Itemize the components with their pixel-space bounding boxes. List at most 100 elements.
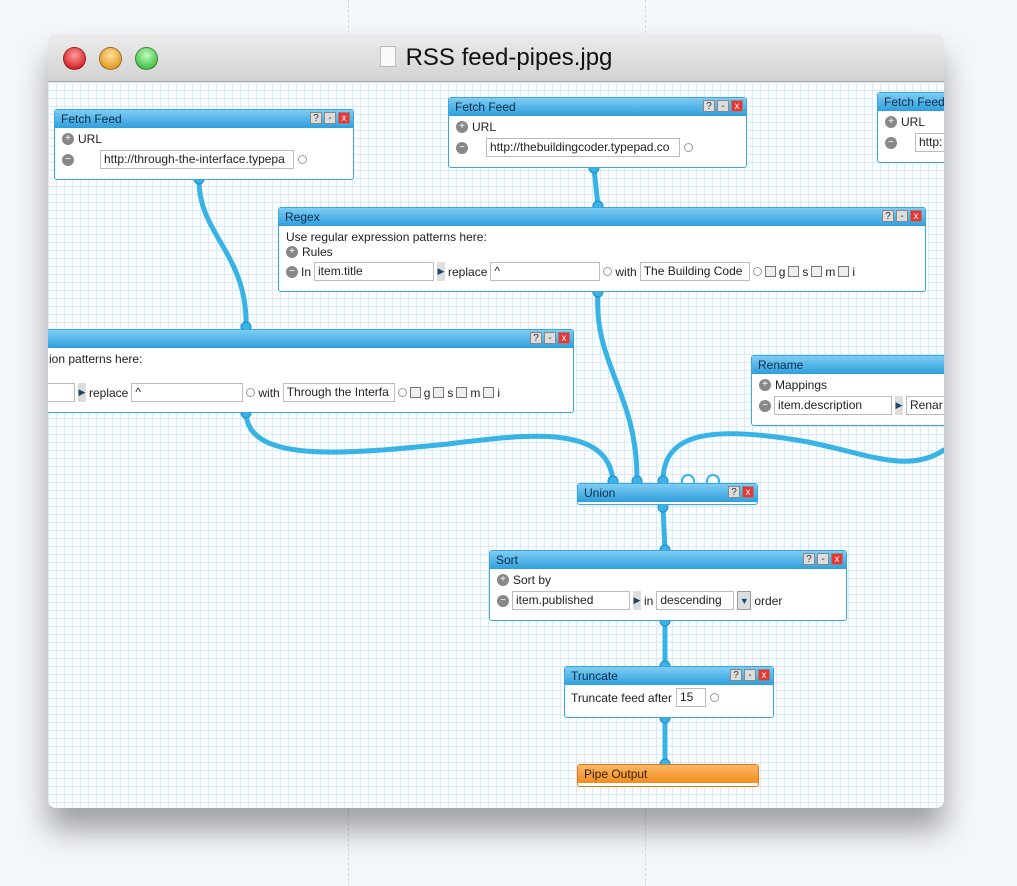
minimize-button[interactable]: - (744, 669, 756, 681)
with-label: with (258, 385, 280, 400)
terminal-icon[interactable] (397, 388, 407, 397)
minimize-button[interactable]: - (324, 112, 336, 124)
help-button[interactable]: ? (728, 486, 740, 498)
field-dropdown-icon[interactable]: ▶ (633, 591, 641, 610)
wire (660, 504, 668, 553)
remove-icon[interactable]: − (759, 399, 771, 412)
close-button[interactable]: x (731, 100, 743, 112)
window-title: RSS feed-pipes.jpg (405, 44, 613, 71)
order-select[interactable]: descending (656, 591, 735, 610)
pattern-input[interactable]: ^ (490, 262, 601, 281)
wire (196, 176, 249, 330)
terminal-icon[interactable] (603, 267, 613, 276)
fetch-feed-module[interactable]: Fetch Feed ?-x +URL −http://through-the-… (54, 109, 354, 180)
flag-label: s (447, 385, 454, 400)
add-icon[interactable]: + (286, 246, 298, 258)
help-button[interactable]: ? (703, 100, 715, 112)
minimize-window-button[interactable] (99, 47, 122, 70)
close-button[interactable]: x (758, 669, 770, 681)
close-window-button[interactable] (63, 47, 86, 70)
help-button[interactable]: ? (882, 210, 894, 222)
field-dropdown-icon[interactable]: ▶ (78, 383, 86, 402)
terminal-icon[interactable] (298, 155, 307, 164)
replacement-input[interactable]: The Building Code (639, 262, 750, 281)
minimize-button[interactable]: - (817, 553, 829, 565)
module-title: Rename (758, 358, 804, 372)
url-input[interactable]: http: (915, 133, 944, 152)
file-icon (379, 46, 396, 67)
field-input[interactable] (48, 383, 75, 402)
flag-checkbox[interactable] (456, 387, 468, 398)
close-button[interactable]: x (910, 210, 922, 222)
minimize-button[interactable]: - (544, 332, 556, 344)
minimize-button[interactable]: - (896, 210, 908, 222)
flag-label: g (423, 385, 431, 400)
remove-icon[interactable]: − (286, 265, 298, 278)
flag-checkbox[interactable] (764, 266, 776, 277)
module-title: Fetch Feed (455, 100, 516, 114)
fetch-feed-module[interactable]: Fetch Feed +URL −http: (877, 92, 944, 163)
help-button[interactable]: ? (530, 332, 542, 344)
flag-checkbox[interactable] (409, 387, 421, 398)
close-button[interactable]: x (742, 486, 754, 498)
zoom-window-button[interactable] (135, 47, 158, 70)
add-icon[interactable]: + (497, 574, 509, 586)
field-dropdown-icon[interactable]: ▶ (437, 262, 446, 281)
help-button[interactable]: ? (310, 112, 322, 124)
remove-icon[interactable]: − (456, 141, 468, 154)
flag-checkbox[interactable] (811, 266, 823, 277)
flag-label: g (778, 264, 786, 279)
title-bar: RSS feed-pipes.jpg (48, 34, 944, 82)
pipe-output-module[interactable]: Pipe Output (577, 764, 759, 787)
module-title: Truncate (571, 669, 618, 683)
pipes-canvas[interactable]: Fetch Feed ?-x +URL −http://through-the-… (48, 82, 944, 808)
field-dropdown-icon[interactable]: ▶ (895, 396, 903, 415)
add-icon[interactable]: + (456, 121, 468, 133)
close-button[interactable]: x (338, 112, 350, 124)
terminal-icon[interactable] (246, 388, 256, 397)
fetch-feed-module[interactable]: Fetch Feed ?-x +URL −http://thebuildingc… (448, 97, 747, 168)
union-module[interactable]: Union ?x (577, 483, 758, 505)
flag-checkbox[interactable] (433, 387, 445, 398)
chevron-down-icon[interactable]: ▼ (737, 591, 752, 610)
flag-checkbox[interactable] (483, 387, 495, 398)
mappings-label: Mappings (775, 378, 828, 392)
close-button[interactable]: x (831, 553, 843, 565)
help-button[interactable]: ? (730, 669, 742, 681)
remove-icon[interactable]: − (62, 153, 74, 166)
order-label: order (754, 593, 783, 608)
module-title: Union (584, 486, 616, 500)
regex-module[interactable]: ?-x ion patterns here: ▶ replace ^ with … (48, 329, 574, 413)
module-title: Fetch Feed (884, 95, 944, 109)
flag-checkbox[interactable] (788, 266, 800, 277)
sort-field-input[interactable]: item.published (512, 591, 630, 610)
url-input[interactable]: http://thebuildingcoder.typepad.co (486, 138, 680, 157)
close-button[interactable]: x (558, 332, 570, 344)
minimize-button[interactable]: - (717, 100, 729, 112)
terminal-icon[interactable] (752, 267, 762, 276)
remove-icon[interactable]: − (497, 594, 509, 607)
rename-input[interactable]: Renar (906, 396, 944, 415)
pattern-input[interactable]: ^ (131, 383, 244, 402)
help-button[interactable]: ? (803, 553, 815, 565)
add-icon[interactable]: + (759, 379, 771, 391)
terminal-icon[interactable] (709, 693, 719, 702)
module-title: Pipe Output (584, 767, 648, 781)
remove-icon[interactable]: − (885, 136, 897, 149)
field-input[interactable]: item.title (314, 262, 435, 281)
field-input[interactable]: item.description (774, 396, 892, 415)
count-input[interactable]: 15 (675, 688, 706, 707)
replacement-input[interactable]: Through the Interfa (282, 383, 395, 402)
terminal-icon[interactable] (684, 143, 693, 152)
wires (193, 162, 944, 770)
add-icon[interactable]: + (62, 133, 74, 145)
url-input[interactable]: http://through-the-interface.typepa (100, 150, 294, 169)
rename-module[interactable]: Rename + Mappings −item.description▶Renar (751, 355, 944, 426)
flag-checkbox[interactable] (838, 266, 850, 277)
add-icon[interactable]: + (885, 116, 897, 128)
wire (591, 165, 601, 209)
hint-text: ion patterns here: (49, 352, 143, 366)
regex-module[interactable]: Regex ?-x Use regular expression pattern… (278, 207, 926, 292)
